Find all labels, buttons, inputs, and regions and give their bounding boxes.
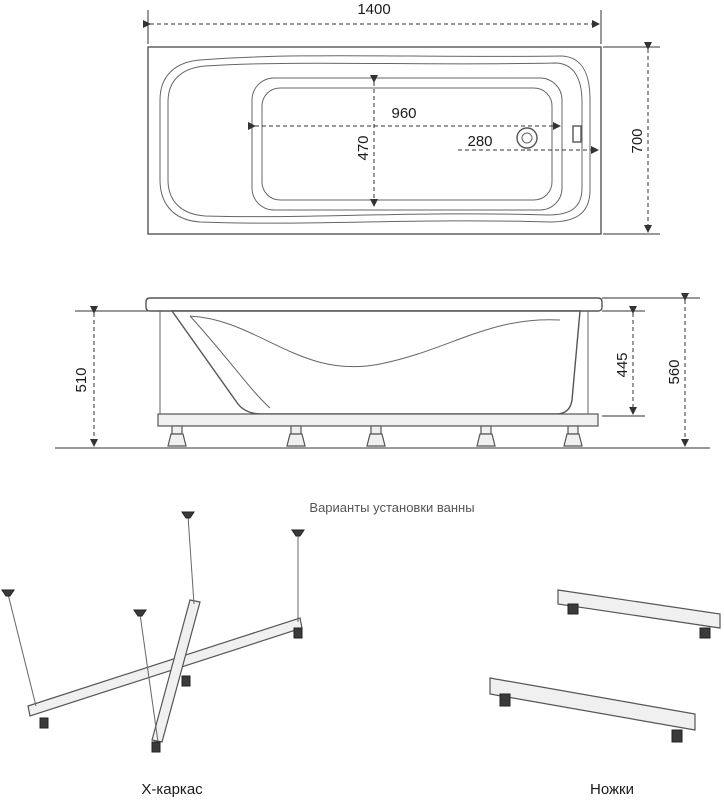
adjustable-leg-2 <box>286 425 306 447</box>
leg-bar-bottom-foot-1-icon <box>499 693 511 707</box>
x-frame-foot-1-icon <box>39 717 49 729</box>
overflow-icon <box>572 125 582 143</box>
basin-floor-outline <box>251 77 563 211</box>
drain-outer-icon <box>516 127 538 149</box>
rod-cap-1-icon <box>1 589 15 597</box>
x-frame-foot-4-icon <box>181 675 191 687</box>
leg-bar-top-foot-1-icon <box>567 603 579 615</box>
basin-outer-contour <box>159 55 591 224</box>
inner-width-label: 470 <box>355 135 372 160</box>
installation-title: Варианты установки ванны <box>309 500 474 515</box>
leg-bar-bottom-foot-2-icon <box>671 729 683 743</box>
rod-cap-3-icon <box>291 529 305 537</box>
leg-bar-top <box>557 589 721 629</box>
top-view: 1400 960 470 280 700 <box>143 1 660 235</box>
x-frame-rod-1 <box>7 593 37 707</box>
leg-bar-top-foot-2-icon <box>699 627 711 639</box>
height-560-label: 560 <box>666 359 683 384</box>
basin-floor-inner <box>261 87 553 201</box>
inner-length-label: 960 <box>391 105 416 122</box>
legs-illustration <box>489 589 721 743</box>
adjustable-leg-3 <box>366 425 386 447</box>
adjustable-leg-1 <box>167 425 187 447</box>
total-length-label: 1400 <box>357 1 390 18</box>
height-510-label: 510 <box>73 367 90 392</box>
leg-bar-bottom <box>489 677 696 731</box>
adjustable-leg-5 <box>563 425 583 447</box>
adjustable-leg-4 <box>476 425 496 447</box>
x-frame-foot-3-icon <box>151 741 161 753</box>
x-frame-rod-2 <box>187 515 195 605</box>
side-view: 510 445 560 <box>55 293 710 449</box>
legs-label: Ножки <box>590 781 634 798</box>
x-frame-foot-2-icon <box>293 627 303 639</box>
rod-cap-2-icon <box>181 511 195 519</box>
side-frame-rail <box>157 413 599 427</box>
head-contour <box>189 315 271 409</box>
height-445-label: 445 <box>614 352 631 377</box>
side-rim <box>145 297 603 312</box>
x-frame-illustration <box>1 511 305 753</box>
drain-inner-icon <box>521 132 533 144</box>
x-frame-cross-rail <box>151 599 201 743</box>
total-width-label: 700 <box>629 128 646 153</box>
basin-inner-contour <box>167 62 583 218</box>
rod-cap-4-icon <box>133 609 147 617</box>
basin-side-profile <box>170 310 581 415</box>
wave-contour <box>189 315 561 368</box>
x-frame-rod-4 <box>139 613 159 743</box>
x-frame-label: X-каркас <box>141 781 203 798</box>
drain-offset-label: 280 <box>467 133 492 150</box>
